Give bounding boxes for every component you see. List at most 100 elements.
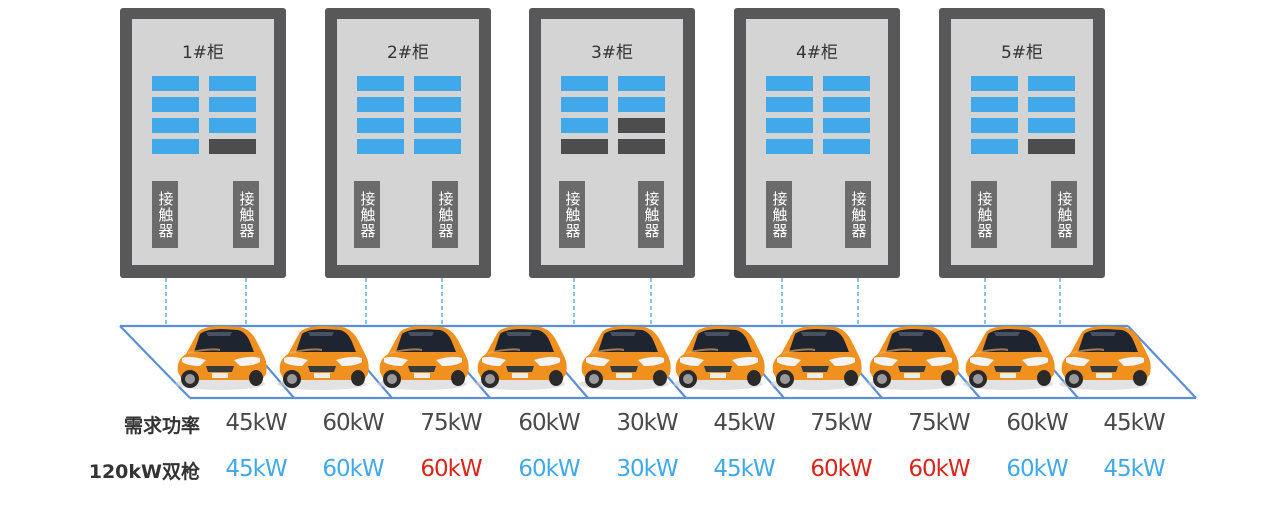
contactor-left: 接触器 <box>152 181 178 248</box>
power-module-active <box>618 76 665 91</box>
power-module-active <box>152 76 199 91</box>
gun-value: 60kW <box>810 456 872 482</box>
contactor-right: 接触器 <box>1051 181 1077 248</box>
car-1 <box>175 326 267 390</box>
cabinet-panel: 2#柜 接触器 接触器 <box>337 19 479 265</box>
gun-value: 60kW <box>518 456 580 482</box>
power-module-active <box>823 118 870 133</box>
gun-value: 45kW <box>225 456 287 482</box>
power-module-active <box>209 118 256 133</box>
connector-lines <box>165 278 1061 326</box>
cabinet-title: 1#柜 <box>181 43 225 63</box>
gun-label: 120kW双枪 <box>88 461 200 483</box>
contactor-right: 接触器 <box>845 181 871 248</box>
car-8 <box>867 326 959 390</box>
demand-value: 45kW <box>1103 410 1165 436</box>
contactor-left: 接触器 <box>971 181 997 248</box>
power-module-active <box>1028 97 1075 112</box>
cabinet-title: 5#柜 <box>1000 43 1044 63</box>
car-10 <box>1059 326 1151 390</box>
contactor-right: 接触器 <box>638 181 664 248</box>
car-9 <box>963 326 1055 390</box>
cabinet-title: 4#柜 <box>795 43 839 63</box>
power-module-active <box>414 76 461 91</box>
power-module-idle <box>561 139 608 154</box>
power-module-active <box>414 139 461 154</box>
power-module-active <box>561 76 608 91</box>
cabinet-1: 1#柜 接触器 接触器 <box>120 8 286 278</box>
car-3 <box>377 326 469 390</box>
contactor-left: 接触器 <box>354 181 380 248</box>
power-module-active <box>152 139 199 154</box>
car-5 <box>579 326 671 390</box>
demand-value: 75kW <box>810 410 872 436</box>
demand-value: 60kW <box>322 410 384 436</box>
contactor-left: 接触器 <box>559 181 585 248</box>
power-module-active <box>414 97 461 112</box>
power-module-active <box>971 139 1018 154</box>
power-module-active <box>152 97 199 112</box>
power-module-active <box>971 97 1018 112</box>
gun-value: 60kW <box>322 456 384 482</box>
power-module-active <box>152 118 199 133</box>
cabinet-2: 2#柜 接触器 接触器 <box>325 8 491 278</box>
power-module-active <box>618 97 665 112</box>
gun-value: 45kW <box>713 456 775 482</box>
gun-value: 60kW <box>1006 456 1068 482</box>
power-module-active <box>766 97 813 112</box>
power-module-active <box>561 97 608 112</box>
power-module-idle <box>1028 139 1075 154</box>
contactor-left: 接触器 <box>766 181 792 248</box>
power-module-active <box>766 118 813 133</box>
power-module-active <box>1028 118 1075 133</box>
power-module-active <box>971 118 1018 133</box>
car-6 <box>673 326 765 390</box>
demand-value: 75kW <box>420 410 482 436</box>
demand-value: 60kW <box>1006 410 1068 436</box>
demand-label: 需求功率 <box>123 415 200 437</box>
cabinet-title: 3#柜 <box>590 43 634 63</box>
car-7 <box>770 326 862 390</box>
cabinet-5: 5#柜 接触器 接触器 <box>939 8 1105 278</box>
power-module-active <box>561 118 608 133</box>
power-module-active <box>209 97 256 112</box>
power-module-active <box>766 139 813 154</box>
power-module-active <box>1028 76 1075 91</box>
car-4 <box>475 326 567 390</box>
demand-value: 45kW <box>713 410 775 436</box>
parking-divider <box>1127 325 1197 399</box>
power-module-active <box>971 76 1018 91</box>
power-module-active <box>357 97 404 112</box>
gun-value: 60kW <box>420 456 482 482</box>
power-module-active <box>414 118 461 133</box>
cabinet-panel: 5#柜 接触器 接触器 <box>951 19 1093 265</box>
demand-value: 45kW <box>225 410 287 436</box>
power-module-active <box>357 118 404 133</box>
cabinet-title: 2#柜 <box>386 43 430 63</box>
cabinet-panel: 3#柜 接触器 接触器 <box>541 19 683 265</box>
demand-value: 60kW <box>518 410 580 436</box>
demand-value: 75kW <box>908 410 970 436</box>
power-module-active <box>823 139 870 154</box>
power-module-idle <box>618 139 665 154</box>
contactor-right: 接触器 <box>233 181 259 248</box>
cabinet-panel: 1#柜 接触器 接触器 <box>132 19 274 265</box>
cabinet-3: 3#柜 接触器 接触器 <box>529 8 695 278</box>
power-module-idle <box>209 139 256 154</box>
cabinet-4: 4#柜 接触器 接触器 <box>734 8 900 278</box>
gun-value: 30kW <box>616 456 678 482</box>
power-module-active <box>209 76 256 91</box>
contactor-right: 接触器 <box>432 181 458 248</box>
power-module-active <box>357 139 404 154</box>
gun-value: 45kW <box>1103 456 1165 482</box>
gun-value: 60kW <box>908 456 970 482</box>
car-2 <box>277 326 369 390</box>
cabinet-panel: 4#柜 接触器 接触器 <box>746 19 888 265</box>
power-module-active <box>357 76 404 91</box>
power-module-active <box>823 76 870 91</box>
demand-value: 30kW <box>616 410 678 436</box>
power-module-active <box>823 97 870 112</box>
power-module-idle <box>618 118 665 133</box>
power-module-active <box>766 76 813 91</box>
